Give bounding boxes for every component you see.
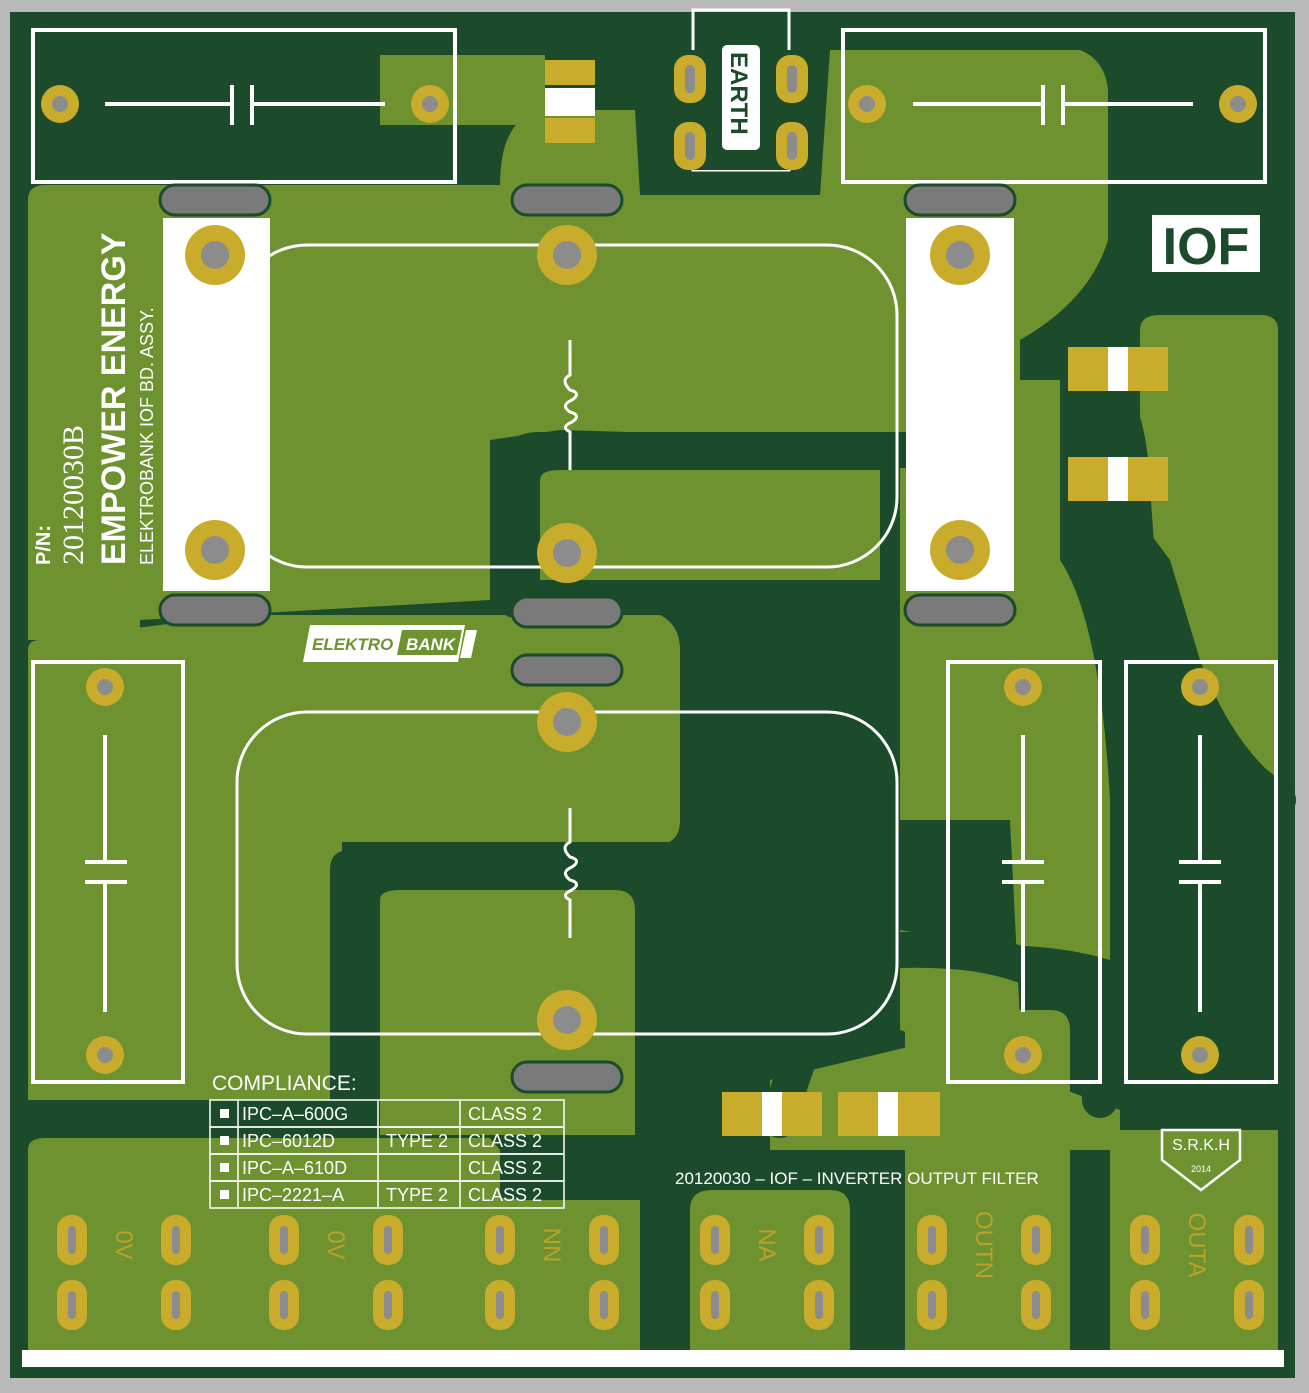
logo-text-1: ELEKTRO — [312, 635, 393, 654]
pn-label: P/N: — [33, 525, 55, 565]
connector-outn[interactable]: OUTN — [917, 1211, 1051, 1330]
connector-0v[interactable]: 0V — [57, 1215, 191, 1330]
pad — [1004, 1036, 1042, 1074]
compliance-title: COMPLIANCE: — [212, 1072, 357, 1095]
board-description: 20120030 – IOF – INVERTER OUTPUT FILTER — [675, 1169, 1039, 1188]
connector-label: NA — [753, 1228, 780, 1261]
through-hole-pads — [41, 85, 1257, 1074]
compliance-class: CLASS 2 — [468, 1185, 542, 1205]
connector-label: OUTA — [1183, 1213, 1210, 1278]
pad — [411, 85, 449, 123]
connector-row: 0V 0V NN NA OUTN OUTA — [57, 1211, 1264, 1330]
compliance-type: TYPE 2 — [386, 1185, 448, 1205]
bottom-silk-bar — [22, 1350, 1284, 1367]
compliance-class: CLASS 2 — [468, 1158, 542, 1178]
pad — [185, 225, 245, 285]
pad — [537, 225, 597, 285]
compliance-standard: IPC–A–600G — [242, 1104, 348, 1124]
connector-label: OUTN — [970, 1211, 997, 1279]
compliance-row: IPC–2221–A TYPE 2 CLASS 2 — [209, 1180, 565, 1209]
logo-text-2: BANK — [406, 635, 457, 654]
earth-footprint: EARTH — [668, 8, 813, 172]
earth-label: EARTH — [725, 52, 752, 135]
capacitor-outlines — [31, 28, 1278, 1084]
pad — [86, 668, 124, 706]
srkh-badge-icon: S.R.K.H 2014 — [1160, 1128, 1242, 1192]
pad — [1004, 668, 1042, 706]
company-name: EMPOWER ENERGY — [95, 232, 133, 565]
compliance-class: CLASS 2 — [468, 1131, 542, 1151]
connector-nn[interactable]: NN — [485, 1215, 619, 1330]
slots — [158, 183, 1017, 1094]
compliance-standard: IPC–A–610D — [242, 1158, 347, 1178]
badge-initials: S.R.K.H — [1172, 1137, 1230, 1154]
dark-traces — [342, 332, 1296, 1153]
compliance-type: TYPE 2 — [386, 1131, 448, 1151]
assembly-name: ELEKTROBANK IOF BD. ASSY. — [137, 307, 157, 565]
elektrobank-logo-icon: ELEKTRO BANK — [303, 625, 477, 662]
compliance-row: IPC–A–610D CLASS 2 — [209, 1153, 565, 1182]
pad — [1219, 85, 1257, 123]
compliance-standard: IPC–6012D — [242, 1131, 335, 1151]
pad — [930, 225, 990, 285]
pad — [1181, 668, 1219, 706]
pad — [537, 523, 597, 583]
inductor-symbol-icon — [563, 340, 578, 938]
pad — [41, 85, 79, 123]
connector-na[interactable]: NA — [700, 1215, 834, 1330]
compliance-table: COMPLIANCE: IPC–A–600G CLASS 2 IPC–6012D TY… — [209, 1072, 565, 1209]
compliance-standard: IPC–2221–A — [242, 1185, 344, 1205]
compliance-row: IPC–6012D TYPE 2 CLASS 2 — [209, 1126, 565, 1155]
pad — [185, 520, 245, 580]
compliance-class: CLASS 2 — [468, 1104, 542, 1124]
pad — [537, 692, 597, 752]
pad — [848, 85, 886, 123]
iof-label-box: IOF — [1152, 215, 1260, 276]
pn-number: 20120030B — [57, 425, 90, 565]
part-number-block: P/N: 20120030B EMPOWER ENERGY ELEKTROBAN… — [33, 232, 157, 565]
capacitor-symbol-icon — [85, 85, 1221, 1012]
connector-outa[interactable]: OUTA — [1130, 1213, 1264, 1330]
connector-label: 0V — [110, 1230, 137, 1259]
compliance-row: IPC–A–600G CLASS 2 — [209, 1099, 565, 1128]
smd-components — [545, 60, 1168, 1136]
connector-0v[interactable]: 0V — [269, 1215, 403, 1330]
connector-label: NN — [538, 1228, 565, 1263]
pad — [86, 1036, 124, 1074]
pad — [930, 520, 990, 580]
badge-year: 2014 — [1191, 1164, 1211, 1174]
pad — [537, 990, 597, 1050]
iof-label: IOF — [1163, 218, 1250, 276]
connector-label: 0V — [322, 1230, 349, 1259]
pad — [1181, 1036, 1219, 1074]
